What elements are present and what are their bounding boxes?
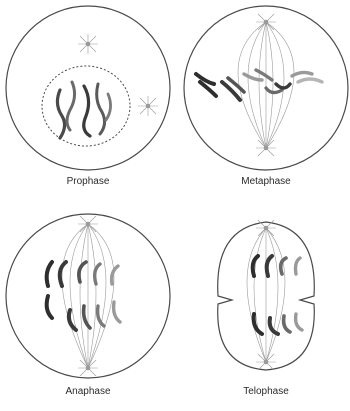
metaphase-label: Metaphase	[226, 176, 306, 187]
metaphase-cell	[184, 6, 348, 170]
telophase-label: Telophase	[226, 386, 306, 397]
metaphase-spindle	[238, 22, 294, 148]
prophase-centrosome-top	[78, 34, 98, 54]
telophase-chromosomes-lower	[254, 314, 302, 334]
prophase-cell-membrane	[6, 6, 170, 170]
anaphase-cell	[6, 214, 170, 378]
anaphase-label: Anaphase	[48, 386, 128, 397]
anaphase-spindle	[62, 224, 114, 368]
anaphase-chromatids-upper	[47, 262, 118, 286]
prophase-label: Prophase	[48, 176, 128, 187]
telophase-spindle	[247, 228, 285, 362]
prophase-cell	[6, 6, 170, 170]
prophase-chromosomes	[57, 82, 110, 138]
prophase-centrosome-right	[138, 96, 158, 116]
telophase-cell	[218, 220, 315, 370]
telophase-chromosomes-upper	[253, 256, 300, 276]
